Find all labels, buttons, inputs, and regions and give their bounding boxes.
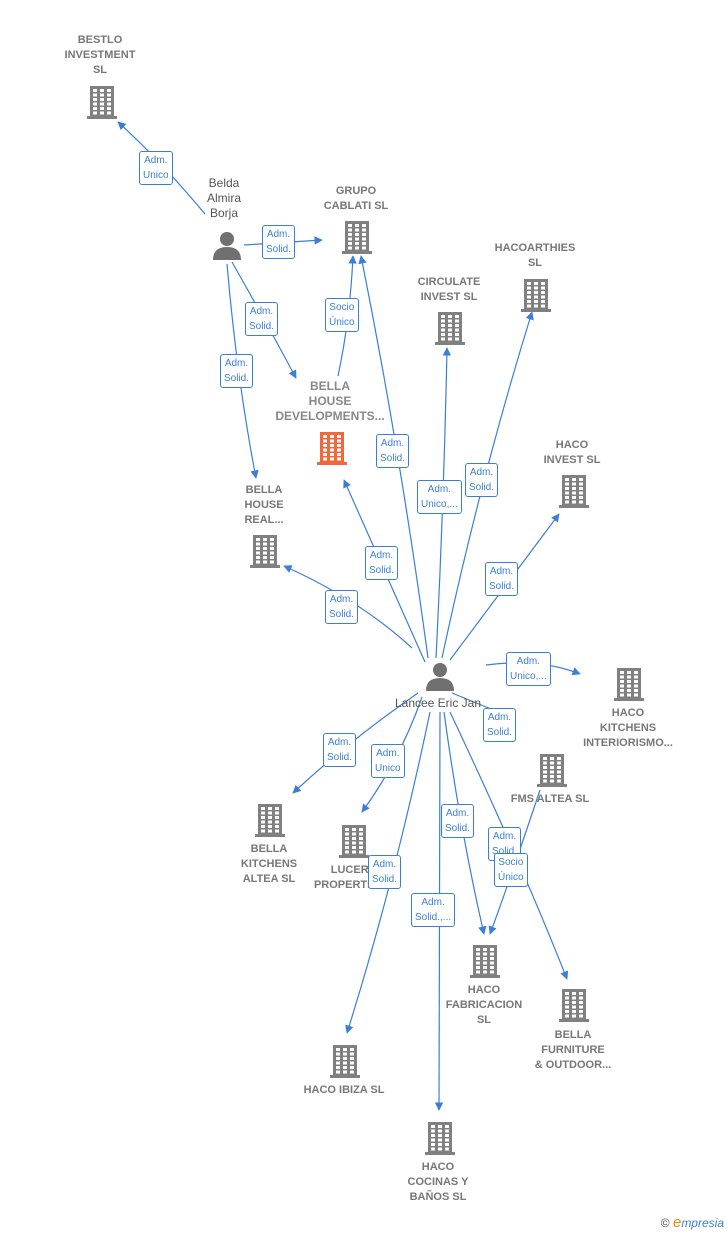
company-node-hacoarthies[interactable] xyxy=(521,276,551,317)
building-icon xyxy=(559,475,589,508)
company-node-grupo[interactable] xyxy=(342,218,372,259)
relation-label-r1[interactable]: Adm. Unico xyxy=(139,151,173,185)
building-icon xyxy=(614,668,644,701)
company-node-fms[interactable] xyxy=(537,751,567,792)
company-node-hacoinvest[interactable] xyxy=(559,472,589,513)
company-node-bestlo[interactable] xyxy=(87,83,117,124)
building-icon xyxy=(339,825,369,858)
relation-label-r11[interactable]: Adm. Solid. xyxy=(325,590,359,624)
company-label-hacoibiza[interactable]: HACO IBIZA SL xyxy=(303,1084,385,1096)
building-icon xyxy=(255,804,285,837)
company-label-bellareal[interactable]: BELLA HOUSE REAL... xyxy=(244,484,284,526)
company-label-bellafurniture[interactable]: BELLA FURNITURE & OUTDOOR... xyxy=(534,1029,612,1071)
relation-label-r6[interactable]: Adm. Solid. xyxy=(376,434,410,468)
building-icon xyxy=(470,945,500,978)
relation-label-r4[interactable]: Adm. Solid. xyxy=(220,354,254,388)
relation-label-r13[interactable]: Adm. Solid. xyxy=(483,708,517,742)
relation-label-r8[interactable]: Adm. Solid. xyxy=(465,463,499,497)
company-node-hacococinas[interactable] xyxy=(425,1119,455,1160)
company-node-hacofab[interactable] xyxy=(470,942,500,983)
company-node-bellahouse[interactable] xyxy=(317,429,347,470)
relation-label-r7[interactable]: Adm. Unico,... xyxy=(417,480,462,514)
relation-label-r10[interactable]: Adm. Solid. xyxy=(365,546,399,580)
building-icon xyxy=(425,1122,455,1155)
company-node-circulate[interactable] xyxy=(435,309,465,350)
company-node-bellareal[interactable] xyxy=(250,532,280,573)
company-node-lucero[interactable] xyxy=(339,822,369,863)
building-icon xyxy=(330,1045,360,1078)
building-icon xyxy=(342,221,372,254)
person-node-belda[interactable] xyxy=(212,230,242,265)
company-label-hacokitchens[interactable]: HACO KITCHENS INTERIORISMO... xyxy=(583,707,673,749)
building-icon xyxy=(559,989,589,1022)
relation-label-r18[interactable]: Adm. Solid.,... xyxy=(411,893,456,927)
company-node-bellafurniture[interactable] xyxy=(559,986,589,1027)
person-label-belda[interactable]: Belda Almira Borja xyxy=(206,176,241,220)
relation-label-r16[interactable]: Adm. Solid. xyxy=(368,855,402,889)
company-label-hacococinas[interactable]: HACO COCINAS Y BAÑOS SL xyxy=(407,1161,469,1203)
relation-label-r12[interactable]: Adm. Unico,... xyxy=(506,652,551,686)
building-icon xyxy=(317,432,347,465)
brand-name: mpresia xyxy=(681,1216,724,1230)
person-icon xyxy=(213,232,241,260)
building-icon xyxy=(521,279,551,312)
building-icon xyxy=(87,86,117,119)
company-node-hacokitchens[interactable] xyxy=(614,665,644,706)
company-label-bellahouse[interactable]: BELLA HOUSE DEVELOPMENTS... xyxy=(275,379,385,423)
company-node-bellakitchens[interactable] xyxy=(255,801,285,842)
relation-label-r17[interactable]: Adm. Solid. xyxy=(441,804,475,838)
relation-label-r15[interactable]: Adm. Unico xyxy=(371,744,405,778)
company-node-hacoibiza[interactable] xyxy=(330,1042,360,1083)
building-icon xyxy=(250,535,280,568)
person-node-lancee[interactable] xyxy=(425,661,455,696)
company-label-grupo[interactable]: GRUPO CABLATI SL xyxy=(323,185,389,212)
company-label-fms[interactable]: FMS ALTEA SL xyxy=(510,793,590,805)
copyright-icon: © xyxy=(660,1216,670,1230)
company-label-bellakitchens[interactable]: BELLA KITCHENS ALTEA SL xyxy=(240,843,298,885)
person-icon xyxy=(426,663,454,691)
company-label-hacoinvest[interactable]: HACO INVEST SL xyxy=(543,439,601,466)
company-label-hacofab[interactable]: HACO FABRICACION SL xyxy=(445,984,523,1026)
relation-label-r2[interactable]: Adm. Solid. xyxy=(262,225,296,259)
relation-label-r5[interactable]: Socio Único xyxy=(325,298,359,332)
building-icon xyxy=(537,754,567,787)
empresia-logo[interactable]: © empresia xyxy=(661,1214,724,1231)
company-label-circulate[interactable]: CIRCULATE INVEST SL xyxy=(417,276,481,303)
brand-initial: e xyxy=(672,1214,682,1231)
company-label-hacoarthies[interactable]: HACOARTHIES SL xyxy=(494,242,576,269)
person-label-lancee[interactable]: Lancee Eric Jan xyxy=(394,696,482,710)
relation-label-r14[interactable]: Adm. Solid. xyxy=(323,733,357,767)
relation-label-r9[interactable]: Adm. Solid. xyxy=(485,562,519,596)
building-icon xyxy=(435,312,465,345)
relation-label-r3[interactable]: Adm. Solid. xyxy=(245,302,279,336)
relation-label-r20[interactable]: Socio Único xyxy=(494,853,528,887)
company-label-bestlo[interactable]: BESTLO INVESTMENT SL xyxy=(64,34,136,76)
